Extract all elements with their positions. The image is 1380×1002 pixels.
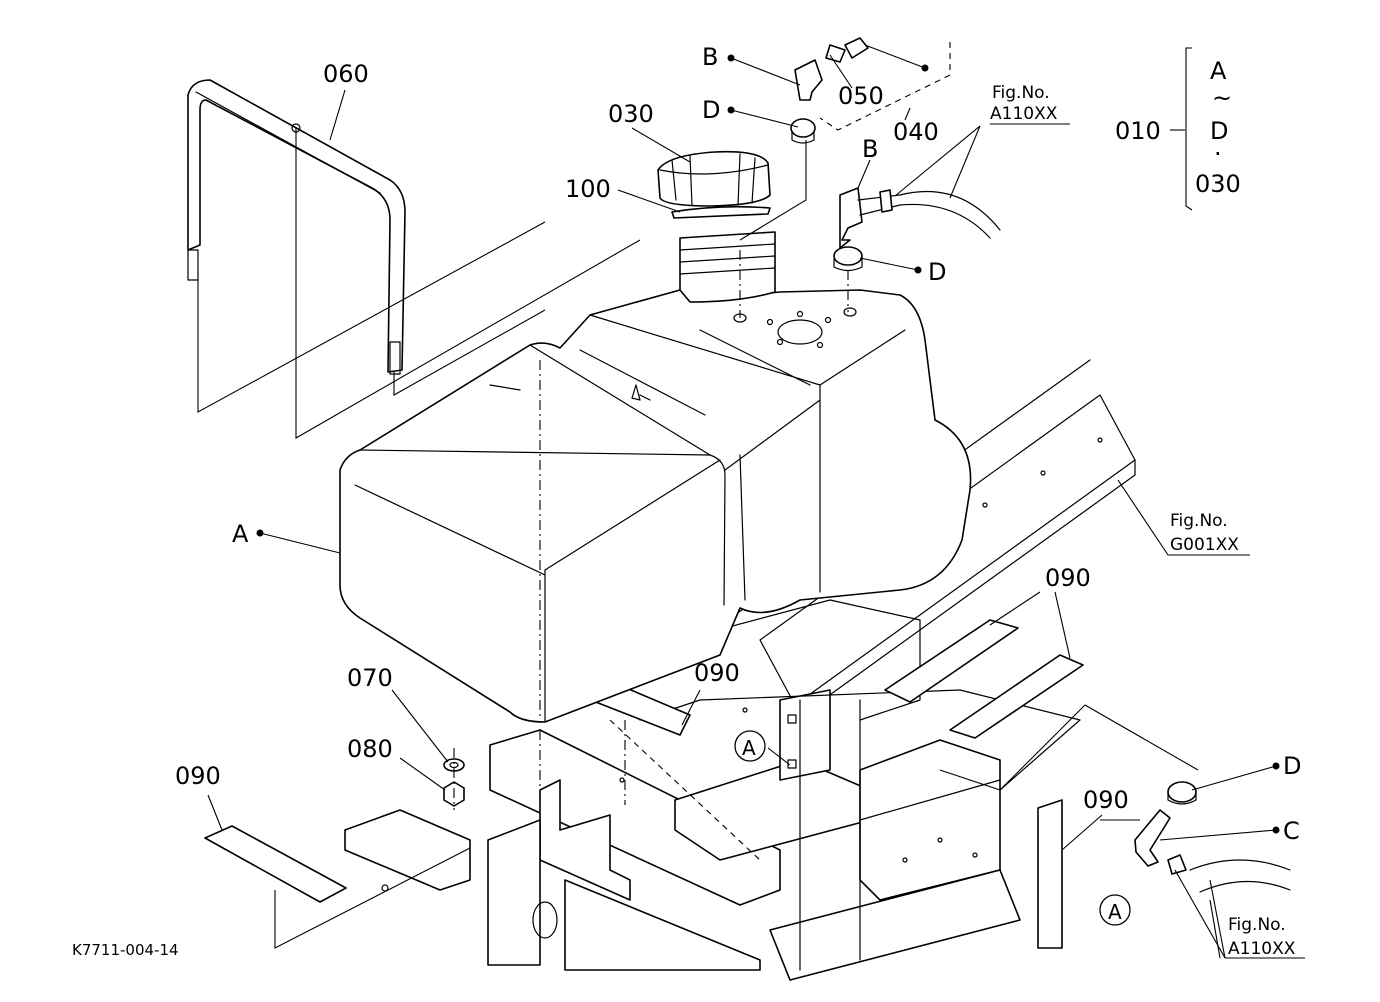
assembly-lines [197,128,1199,949]
gasket-100 [671,205,771,219]
label-030: 030 [608,100,654,128]
range-from: A [1210,57,1227,85]
label-D-lower: D [1283,752,1301,780]
label-090-right-upper: 090 [1045,564,1091,592]
label-D-mid: D [928,258,946,286]
range-to: D [1210,117,1228,145]
circled-A-lower-text: A [1108,900,1122,924]
label-050: 050 [838,82,884,110]
grommet-top-D [790,118,816,144]
label-040: 040 [893,118,939,146]
fuel-hose-upper [899,191,1001,239]
fig-ref-lower-code: A110XX [1228,939,1296,959]
fitting-mid-B [839,187,901,249]
label-090-right-lower: 090 [1083,786,1129,814]
circled-ref-A-center [734,730,766,762]
drawing-code: K7711-004-14 [72,941,179,959]
circled-ref-A-lower [1099,894,1131,926]
fitting-lower-C [1134,809,1187,875]
fig-ref-lower-label: Fig.No. [1228,915,1286,935]
range-bullet: · [1214,140,1222,168]
label-080: 080 [347,735,393,763]
fitting-lower-D [1167,781,1197,805]
label-090-center: 090 [694,659,740,687]
label-D-top: D [702,96,720,124]
grommet-mid-D [833,246,863,272]
fig-ref-frame-code: G001XX [1170,535,1239,555]
label-100: 100 [565,175,611,203]
label-A-tank: A [232,520,249,548]
circled-A-center-text: A [742,736,756,760]
label-010: 010 [1115,117,1161,145]
group-040-bracket [819,42,951,131]
fitting-top-B [794,37,869,101]
label-B-top: B [702,43,718,71]
label-C-lower: C [1283,817,1300,845]
fig-ref-upper-label: Fig.No. [992,83,1050,103]
label-B-mid: B [862,135,878,163]
fuel-tank [339,231,972,723]
leaders [207,44,1305,959]
chassis-frame [344,359,1136,981]
range-plus: 030 [1195,170,1241,198]
label-070: 070 [347,664,393,692]
fuel-hose-lower [1189,859,1291,893]
range-tilde: ~ [1212,84,1232,112]
fig-ref-upper-code: A110XX [990,104,1058,124]
label-060: 060 [323,60,369,88]
fig-ref-frame-label: Fig.No. [1170,511,1228,531]
label-090-left: 090 [175,762,221,790]
fuel-cap-030 [657,150,771,207]
